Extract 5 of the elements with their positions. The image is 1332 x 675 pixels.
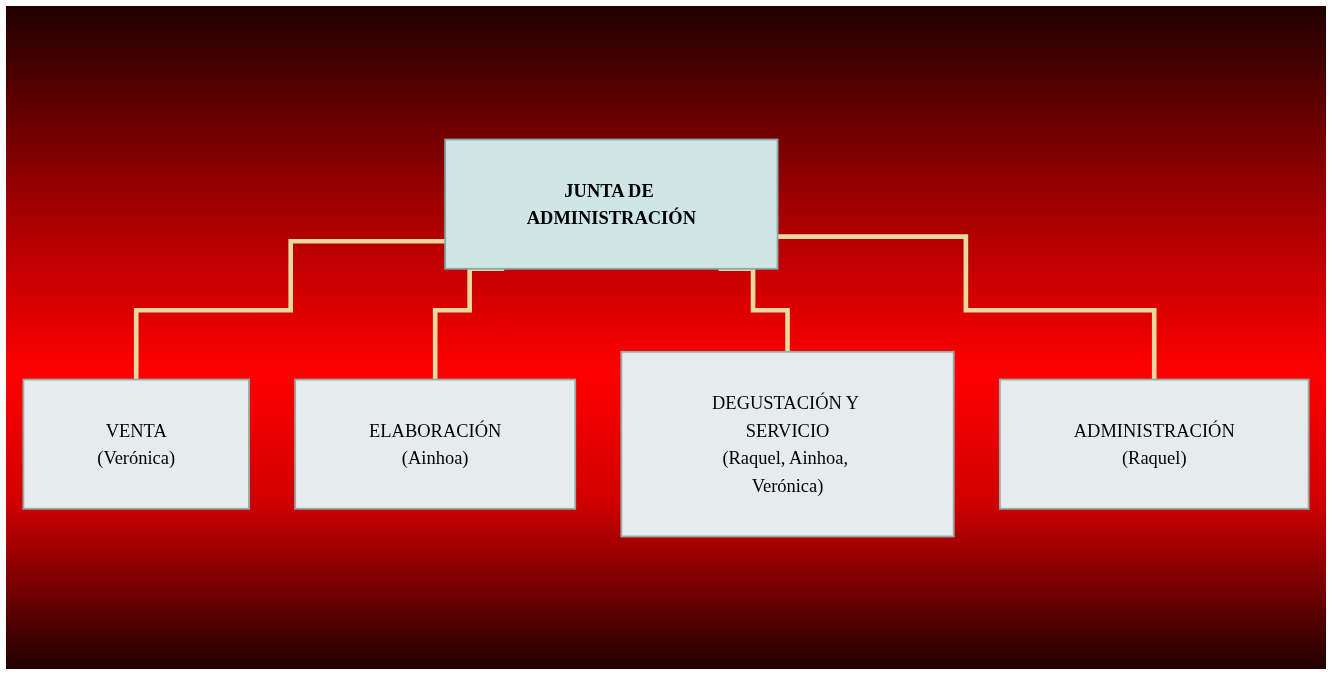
node-box: DEGUSTACIÓN Y SERVICIO (Raquel, Ainhoa, Verónica) [620,350,955,537]
node-box: JUNTA DE ADMINISTRACIÓN [444,138,779,270]
node-box: ADMINISTRACIÓN (Raquel) [998,378,1310,510]
node-box: VENTA (Verónica) [22,378,250,510]
node-box: ELABORACIÓN (Ainhoa) [294,378,577,510]
